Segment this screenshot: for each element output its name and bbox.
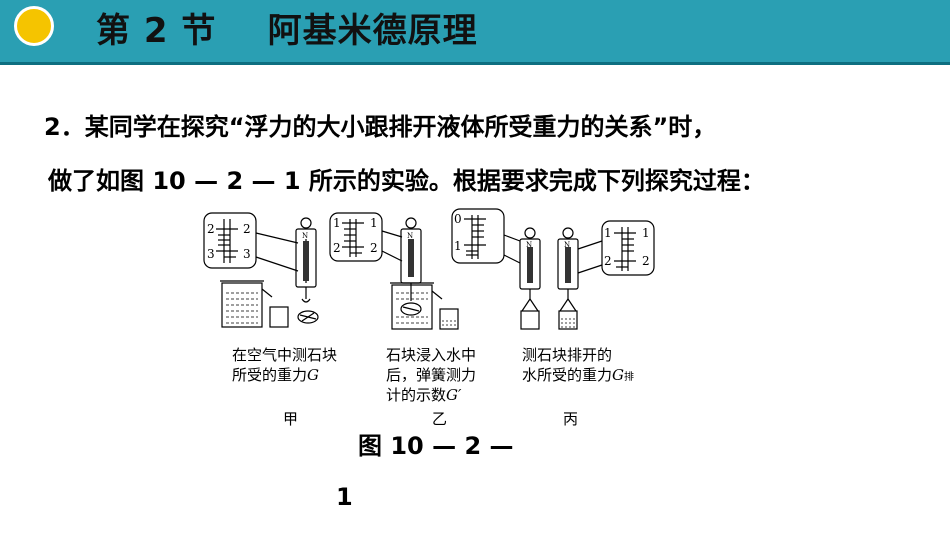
caption-line: 所受的重力 [232,366,308,384]
scale-tick-left-2: 2 [604,254,612,268]
caption-variable: G [612,366,624,384]
header-bar: 第 2 节 阿基米德原理 [0,0,950,62]
scale-tick-left-2: 2 [333,241,341,255]
small-beaker [439,308,459,330]
scale-unit-letter: N [302,232,308,240]
caption-variable: G [307,366,319,384]
page-title: 第 2 节 阿基米德原理 [96,11,478,51]
magnified-scale-box [329,212,383,262]
caption-line: 石块浸入水中 [386,346,477,364]
panel-bing-apparatus: 0 1 N N [451,208,655,330]
scale-tick-right-2: 2 [243,222,251,236]
sun-circle-icon [14,6,54,46]
scale-unit-letter: N [526,241,532,249]
scale-unit-letter: N [564,241,570,249]
magnified-scale-box [601,220,655,276]
overflow-beaker [391,284,433,330]
small-beaker [520,310,540,330]
experiment-figure: 2 3 2 3 N [203,208,655,330]
overflow-beaker [221,282,263,328]
caption-line: 后，弹簧测力 [386,366,477,384]
panel-label-bing: 丙 [563,410,579,428]
panel-label-jia: 甲 [283,410,299,428]
small-beaker [269,306,289,328]
question-line-2: 做了如图 10 — 2 — 1 所示的实验。根据要求完成下列探究过程： [48,167,765,195]
question-text: 2．某同学在探究“浮力的大小跟排开液体所受重力的关系”时， 做了如图 10 — … [30,100,920,208]
scale-tick-left-3: 3 [207,247,215,261]
panel-yi-apparatus: 1 2 1 2 N [329,212,459,330]
magnified-scale-box [451,208,505,264]
panel-label-yi: 乙 [432,410,448,428]
panel-yi-caption: 石块浸入水中 后，弹簧测力 计的示数G′ [386,345,476,405]
scale-tick-left-1: 1 [454,239,462,253]
scale-tick-left-2: 2 [207,222,215,236]
caption-subscript: 排 [624,372,634,383]
caption-line: 测石块排开的 [522,346,613,364]
magnified-scale-box [203,212,257,269]
question-line-1: 2．某同学在探究“浮力的大小跟排开液体所受重力的关系”时， [44,113,717,141]
scale-tick-left-0: 0 [454,212,462,226]
figure-caption: 图 10 — 2 — [358,432,514,460]
scale-tick-right-2: 2 [370,241,378,255]
panel-jia-apparatus: 2 3 2 3 N [203,212,319,328]
scale-unit-letter: N [407,232,413,240]
panel-bing-caption: 测石块排开的 水所受的重力G排 [522,345,634,388]
figure-caption-number: 1 [336,483,353,511]
caption-variable: G′ [446,386,462,404]
caption-line: 水所受的重力 [522,366,613,384]
header-divider [0,62,950,65]
scale-tick-right-1: 1 [370,216,378,230]
small-beaker-with-water [558,310,578,330]
panel-jia-caption: 在空气中测石块 所受的重力G [232,345,337,385]
caption-line: 在空气中测石块 [232,346,338,364]
scale-tick-right-1: 1 [642,226,650,240]
scale-tick-left-1: 1 [333,216,341,230]
scale-tick-right-3: 3 [243,247,251,261]
scale-tick-left-1: 1 [604,226,612,240]
caption-line: 计的示数 [386,386,447,404]
scale-tick-right-2: 2 [642,254,650,268]
